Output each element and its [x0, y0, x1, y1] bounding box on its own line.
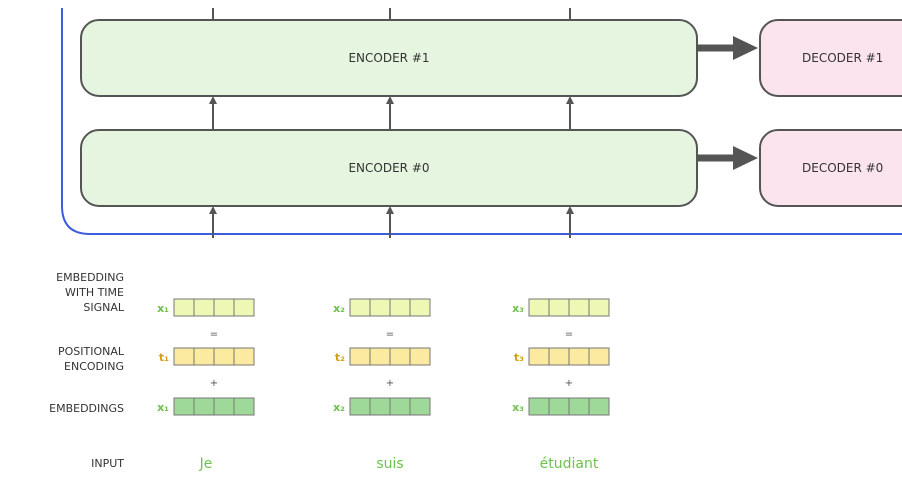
row-label-line: POSITIONAL: [58, 345, 125, 358]
positional-vector-cell: [193, 347, 215, 366]
row-label-input: INPUT: [91, 457, 124, 470]
signal-vector-cell: [568, 298, 590, 317]
signal-vector-cell: [528, 298, 550, 317]
equals-sign: =: [210, 329, 218, 340]
signal-vector-cell: [213, 298, 235, 317]
signal-vector-cell: [369, 298, 391, 317]
input-word: Je: [199, 456, 213, 472]
positional-vector-cell: [568, 347, 590, 366]
encoder-0-label: ENCODER #0: [348, 161, 429, 175]
row-label-line: ENCODING: [64, 360, 124, 373]
plus-sign: +: [565, 378, 573, 389]
signal-vector-cell: [349, 298, 371, 317]
token-columns: x₁ t₁ x₁ = + Je x₂ t₂ x₂ = + suis x₃ t₃ x₃ = + étudiant: [157, 298, 610, 472]
positional-vector-cell: [369, 347, 391, 366]
embedding-vector-label: x₂: [333, 401, 345, 414]
positional-vector-cell: [588, 347, 610, 366]
positional-vector-cell: [389, 347, 411, 366]
positional-vector-cell: [349, 347, 371, 366]
plus-sign: +: [210, 378, 218, 389]
positional-vector-cell: [173, 347, 195, 366]
input-word: étudiant: [540, 456, 599, 472]
encoder-0-to-decoder-0-arrowhead: [733, 146, 758, 170]
positional-vector-label: t₁: [159, 351, 169, 364]
embedding-vector-cell: [588, 397, 610, 416]
input-word: suis: [376, 456, 403, 472]
decoder-0-box: [759, 129, 902, 207]
signal-vector-label: x₂: [333, 302, 345, 315]
signal-vector-cell: [548, 298, 570, 317]
signal-vector-cell: [389, 298, 411, 317]
embedding-vector-cell: [568, 397, 590, 416]
equals-sign: =: [386, 329, 394, 340]
token-column-2: x₂ t₂ x₂ = + suis: [333, 298, 431, 472]
signal-vector-cell: [233, 298, 255, 317]
embedding-vector-cell: [213, 397, 235, 416]
row-label-line: EMBEDDING: [56, 271, 124, 284]
row-label-embeddings: EMBEDDINGS: [49, 402, 124, 415]
row-label-line: WITH TIME: [65, 286, 124, 299]
positional-vector-cell: [548, 347, 570, 366]
positional-vector-cell: [213, 347, 235, 366]
signal-vector-label: x₁: [157, 302, 169, 315]
embedding-vector-cell: [349, 397, 371, 416]
embedding-vector-cell: [369, 397, 391, 416]
encoder-1-to-decoder-1-arrowhead: [733, 36, 758, 60]
decoder-1-box: [759, 19, 902, 97]
decoder-1-label: DECODER #1: [802, 51, 883, 65]
plus-sign: +: [386, 378, 394, 389]
positional-vector-label: t₃: [514, 351, 524, 364]
decoder-0-label: DECODER #0: [802, 161, 883, 175]
positional-vector-cell: [528, 347, 550, 366]
token-column-1: x₁ t₁ x₁ = + Je: [157, 298, 255, 472]
encoder-stack-bracket: [61, 8, 902, 235]
signal-vector-label: x₃: [512, 302, 524, 315]
embedding-vector-cell: [173, 397, 195, 416]
positional-vector-cell: [409, 347, 431, 366]
embedding-vector-cell: [548, 397, 570, 416]
row-label-positional-encoding: POSITIONAL ENCODING: [58, 345, 125, 373]
signal-vector-cell: [409, 298, 431, 317]
positional-vector-label: t₂: [335, 351, 345, 364]
embedding-vector-cell: [409, 397, 431, 416]
equals-sign: =: [565, 329, 573, 340]
embedding-vector-cell: [389, 397, 411, 416]
encoder-1-label: ENCODER #1: [348, 51, 429, 65]
embedding-vector-cell: [528, 397, 550, 416]
row-label-embedding-with-time-signal: EMBEDDING WITH TIME SIGNAL: [56, 271, 125, 314]
embedding-vector-label: x₁: [157, 401, 169, 414]
embedding-vector-cell: [193, 397, 215, 416]
embedding-vector-cell: [233, 397, 255, 416]
signal-vector-cell: [193, 298, 215, 317]
signal-vector-cell: [588, 298, 610, 317]
positional-vector-cell: [233, 347, 255, 366]
embedding-vector-label: x₃: [512, 401, 524, 414]
row-label-line: SIGNAL: [83, 301, 125, 314]
signal-vector-cell: [173, 298, 195, 317]
token-column-3: x₃ t₃ x₃ = + étudiant: [512, 298, 610, 472]
